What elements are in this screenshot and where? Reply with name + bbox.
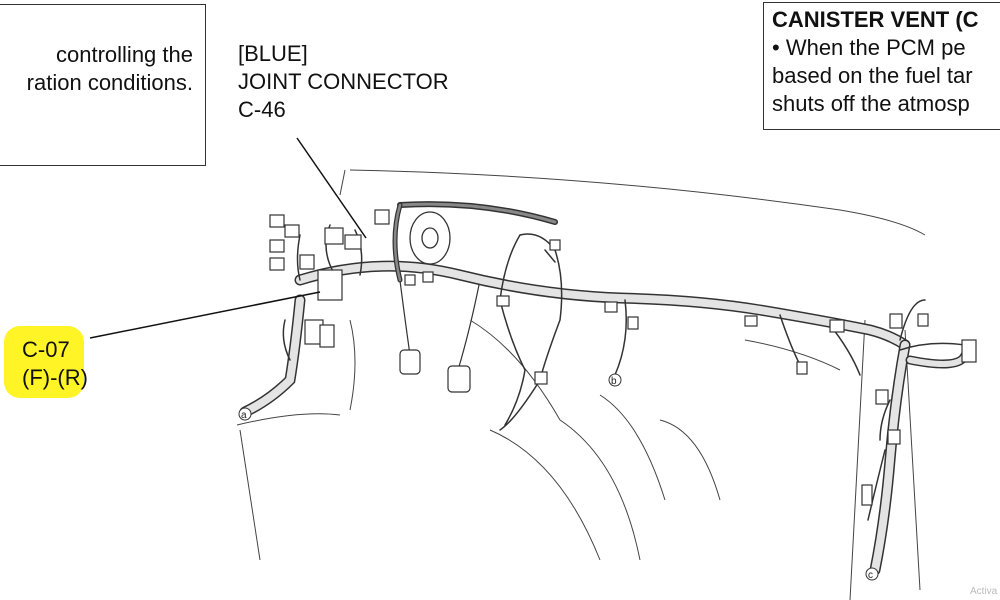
right-box-line-1: • When the PCM pe — [772, 35, 966, 60]
joint-connector-color: [BLUE] — [238, 41, 308, 66]
joint-connector-label: [BLUE] JOINT CONNECTOR C-46 — [238, 40, 449, 124]
description-box-left: controlling the ration conditions. — [0, 4, 206, 166]
c07-connector-pins: (F)-(R) — [22, 365, 88, 390]
right-box-line-3: shuts off the atmosp — [772, 91, 970, 116]
svg-text:b: b — [611, 376, 617, 387]
leader-lines — [89, 137, 367, 339]
ground-point-a: a — [238, 407, 252, 421]
ground-point-c: c — [865, 567, 879, 581]
connectors — [269, 209, 977, 506]
pedals — [397, 264, 481, 393]
main-harness — [239, 201, 970, 576]
joint-connector-leader — [296, 137, 367, 239]
c07-connector-leader — [89, 291, 321, 339]
left-box-line-1: controlling the — [56, 42, 193, 67]
brake-booster — [409, 211, 451, 265]
left-box-line-2: ration conditions. — [26, 70, 193, 95]
ground-point-b: b — [608, 373, 622, 387]
ground-points: a b c — [238, 373, 879, 581]
description-box-right: CANISTER VENT (C • When the PCM pe based… — [763, 2, 1000, 130]
activation-watermark: Activa — [970, 586, 998, 597]
right-box-title: CANISTER VENT (C — [772, 7, 979, 32]
joint-connector-id: C-46 — [238, 97, 286, 122]
joint-connector-name: JOINT CONNECTOR — [238, 69, 449, 94]
svg-text:c: c — [868, 570, 873, 581]
c07-highlight — [4, 326, 84, 398]
c07-connector-id: C-07 — [22, 337, 70, 362]
svg-text:a: a — [241, 410, 247, 421]
c07-connector-label: C-07 (F)-(R) — [22, 336, 88, 392]
dashboard-outline — [236, 169, 926, 600]
right-box-line-2: based on the fuel tar — [772, 63, 973, 88]
